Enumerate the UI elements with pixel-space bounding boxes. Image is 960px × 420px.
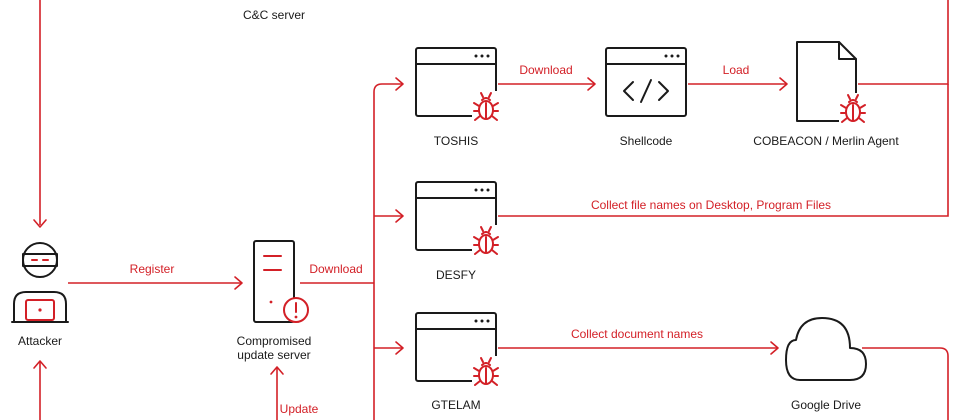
gtelam-label: GTELAM [431, 398, 481, 412]
flow-lines [33, 0, 949, 420]
desfy-window-icon [415, 181, 500, 257]
cobeacon-label: COBEACON / Merlin Agent [753, 134, 899, 148]
gtelam-window-icon [415, 312, 500, 388]
bug-icon [472, 356, 500, 388]
bug-icon [839, 93, 867, 125]
attacker-label: Attacker [17, 334, 63, 348]
server-icon [253, 240, 309, 323]
load-edge-label: Load [722, 63, 750, 77]
desfy-return-line [498, 84, 949, 217]
toshis-label: TOSHIS [433, 134, 479, 148]
google-drive-label: Google Drive [790, 398, 862, 412]
desfy-label: DESFY [435, 268, 477, 282]
shellcode-label: Shellcode [619, 134, 673, 148]
update-edge-label: Update [279, 402, 319, 416]
code-bracket-right-icon [658, 81, 669, 101]
branch-vertical-line [373, 83, 402, 420]
document-icon [796, 41, 867, 125]
bug-icon [472, 91, 500, 123]
download-edge-label: Download [309, 262, 363, 276]
toshis-window-icon [415, 47, 500, 123]
shellcode-window-icon [605, 47, 687, 117]
cloud-icon [785, 317, 867, 381]
download-shellcode-edge-label: Download [519, 63, 573, 77]
bug-icon [472, 225, 500, 257]
collect-documents-edge-label: Collect document names [570, 327, 704, 341]
cc-server-label: C&C server [242, 8, 306, 22]
attacker-icon [11, 242, 69, 323]
drive-return-line [862, 347, 949, 420]
code-bracket-left-icon [623, 81, 634, 101]
register-edge-label: Register [129, 262, 175, 276]
cobeacon-return-line [858, 0, 949, 85]
update-server-label: Compromised update server [236, 334, 312, 362]
collect-desktop-edge-label: Collect file names on Desktop, Program F… [590, 198, 832, 212]
